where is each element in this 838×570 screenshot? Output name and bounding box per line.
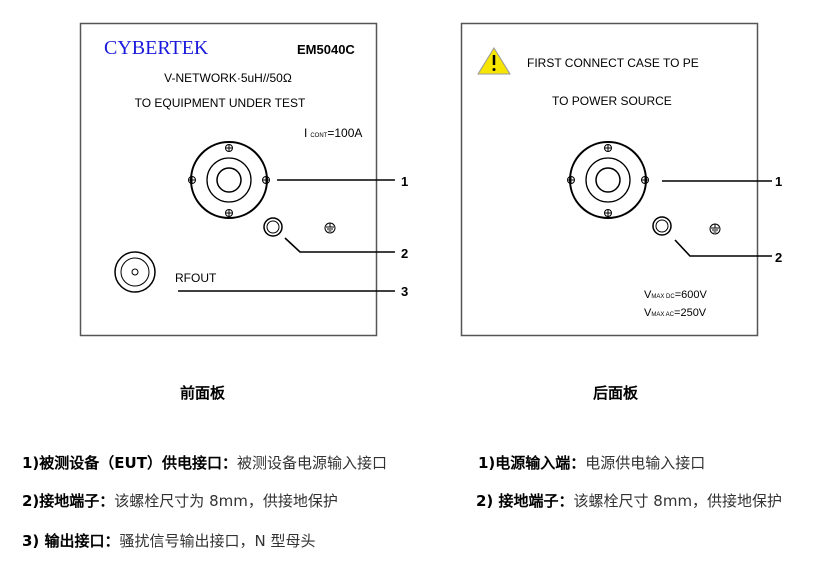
vmax-dc: VMAX DC=600V bbox=[644, 289, 707, 301]
callout-3: 3 bbox=[401, 284, 408, 299]
front-note-2: 2)接地端子：该螺栓尺寸为 8mm，供接地保护 bbox=[22, 490, 338, 511]
note-desc: 电源供电输入接口 bbox=[585, 454, 706, 472]
rfout-label: RFOUT bbox=[175, 271, 217, 285]
screw-icon bbox=[567, 144, 649, 217]
rear-note-1: 1)电源输入端：电源供电输入接口 bbox=[478, 452, 705, 473]
direction-label: TO EQUIPMENT UNDER TEST bbox=[135, 96, 306, 110]
rfout-connector bbox=[114, 251, 156, 293]
callout-2: 2 bbox=[775, 250, 782, 265]
model-number: EM5040C bbox=[297, 42, 355, 57]
callout-1: 1 bbox=[775, 174, 782, 189]
ground-symbol-icon bbox=[709, 223, 721, 235]
note-desc: 被测设备电源输入接口 bbox=[236, 454, 387, 472]
callout-2: 2 bbox=[401, 246, 408, 261]
rear-note-2: 2) 接地端子：该螺栓尺寸 8mm，供接地保护 bbox=[476, 490, 782, 511]
note-desc: 骚扰信号输出接口，N 型母头 bbox=[119, 532, 316, 550]
brand-logo: CYBERTEK bbox=[104, 37, 209, 59]
network-label: V-NETWORK·5uH//50Ω bbox=[164, 71, 292, 85]
note-label: 2) 接地端子： bbox=[476, 492, 574, 510]
warning-text: FIRST CONNECT CASE TO PE bbox=[527, 56, 699, 70]
note-label: 1)被测设备（EUT）供电接口： bbox=[22, 454, 237, 472]
ground-symbol-icon bbox=[324, 222, 336, 234]
front-note-3: 3) 输出接口：骚扰信号输出接口，N 型母头 bbox=[22, 530, 316, 551]
power-connector bbox=[188, 141, 270, 219]
note-label: 1)电源输入端： bbox=[478, 454, 586, 472]
warning-icon bbox=[477, 47, 511, 75]
front-panel: CYBERTEK EM5040C V-NETWORK·5uH//50Ω TO E… bbox=[79, 22, 408, 337]
power-connector bbox=[567, 141, 649, 219]
front-panel-caption: 前面板 bbox=[180, 384, 226, 402]
front-note-1: 1)被测设备（EUT）供电接口：被测设备电源输入接口 bbox=[22, 452, 387, 473]
direction-label: TO POWER SOURCE bbox=[552, 94, 672, 108]
note-label: 3) 输出接口： bbox=[22, 532, 120, 550]
note-desc: 该螺栓尺寸 8mm，供接地保护 bbox=[573, 492, 783, 510]
note-label: 2)接地端子： bbox=[22, 492, 115, 510]
screw-icon bbox=[188, 144, 270, 217]
ground-terminal bbox=[263, 217, 283, 237]
vmax-ac: VMAX AC=250V bbox=[644, 307, 707, 319]
note-desc: 该螺栓尺寸为 8mm，供接地保护 bbox=[114, 492, 338, 510]
callout-lines bbox=[178, 179, 395, 292]
callout-lines bbox=[662, 180, 772, 257]
ground-terminal bbox=[652, 216, 672, 236]
callout-1: 1 bbox=[401, 174, 408, 189]
rear-panel: FIRST CONNECT CASE TO PE TO POWER SOURCE… bbox=[460, 22, 782, 337]
rear-panel-caption: 后面板 bbox=[593, 384, 639, 402]
